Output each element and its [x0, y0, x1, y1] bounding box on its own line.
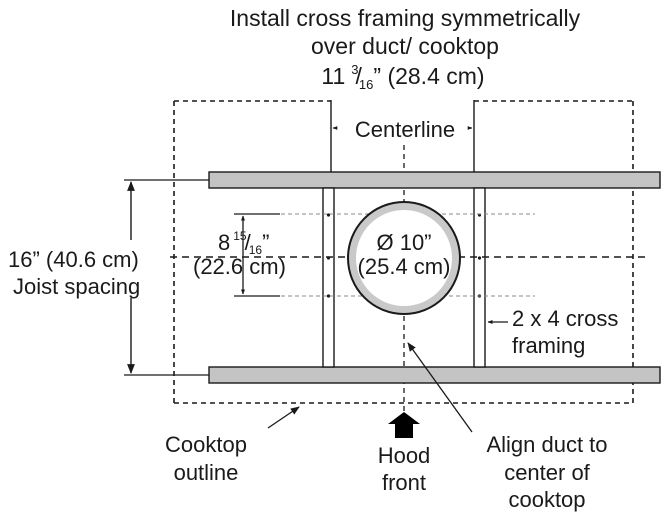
inner-whole: 8	[218, 230, 230, 255]
inner-tail: ”	[262, 230, 269, 255]
joist-spacing-value: 16” (40.6 cm)	[8, 247, 139, 272]
hood-label-line-2: front	[382, 470, 426, 495]
inner-spacing-metric: (22.6 cm)	[193, 254, 286, 279]
framing-label-line-1: 2 x 4 cross	[512, 306, 618, 331]
align-pointer	[407, 342, 473, 433]
cross-framing-left	[322, 187, 335, 368]
inner-denominator: 16	[249, 243, 263, 257]
title-line-1: Install cross framing symmetrically	[230, 5, 581, 31]
cooktop-pointer	[267, 406, 300, 429]
hood-label-line-1: Hood	[378, 443, 431, 468]
width-denominator: 16	[359, 77, 373, 92]
inner-fraction-slash: /	[245, 230, 252, 255]
cross-framing-width-label: 11 3/16” (28.4 cm)	[321, 62, 484, 92]
centerline-label: Centerline	[355, 117, 455, 142]
framing-label-line-2: framing	[512, 333, 585, 358]
align-label-line-3: cooktop	[508, 487, 585, 512]
top-joist	[208, 171, 661, 189]
cross-framing-right	[473, 187, 486, 368]
width-numerator: 3	[351, 62, 358, 77]
align-label-line-1: Align duct to	[486, 432, 607, 457]
width-fraction-slash: /	[356, 63, 363, 89]
width-whole: 11	[321, 63, 345, 89]
cooktop-label-line-1: Cooktop	[165, 432, 247, 457]
inner-numerator: 15	[233, 229, 247, 243]
joist-spacing-label: Joist spacing	[13, 274, 140, 299]
hood-front-arrow-icon	[388, 412, 420, 438]
width-tail: ” (28.4 cm)	[373, 63, 484, 89]
title-line-2: over duct/ cooktop	[311, 33, 499, 59]
duct-diameter-label: Ø 10”	[376, 230, 431, 255]
duct-diameter-metric: (25.4 cm)	[358, 254, 451, 279]
align-label-line-2: center of	[504, 460, 590, 485]
duct-opening	[356, 210, 452, 306]
cooktop-label-line-2: outline	[174, 460, 239, 485]
cooktop-outline	[173, 100, 634, 404]
